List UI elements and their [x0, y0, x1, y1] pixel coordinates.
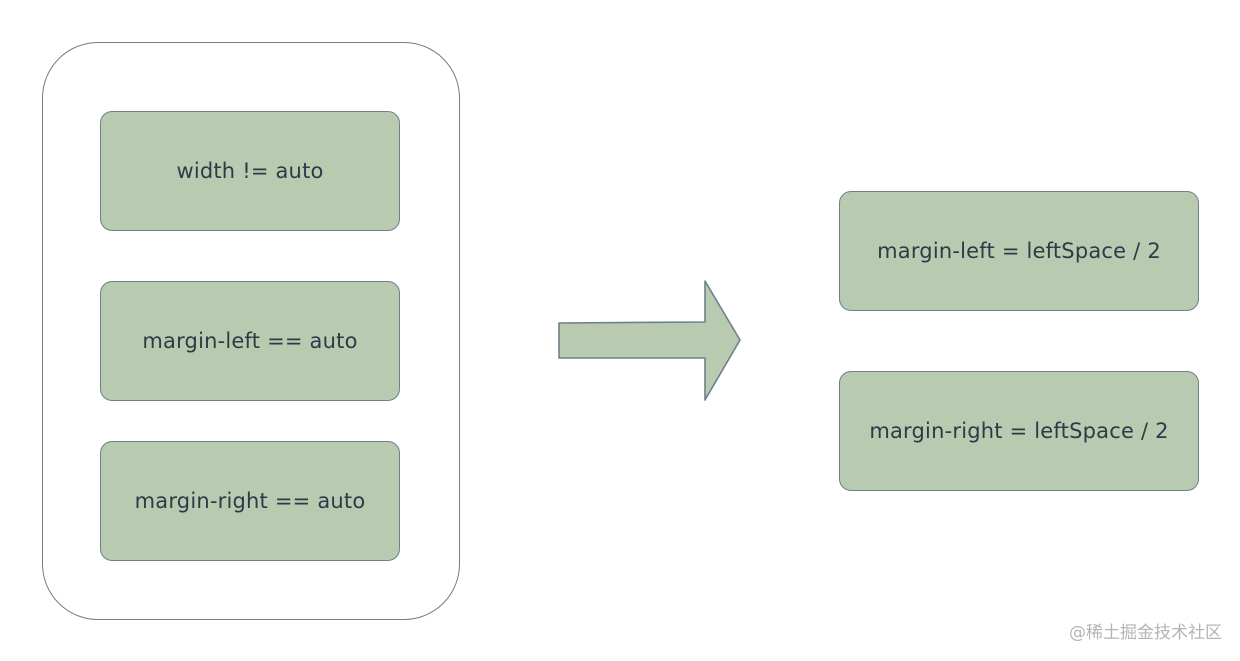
conditions-container — [42, 42, 460, 620]
result-margin-right-box: margin-right = leftSpace / 2 — [839, 371, 1199, 491]
result-margin-right-label: margin-right = leftSpace / 2 — [869, 419, 1169, 443]
result-margin-left-box: margin-left = leftSpace / 2 — [839, 191, 1199, 311]
watermark-text: @稀土掘金技术社区 — [1069, 623, 1222, 643]
result-margin-left-label: margin-left = leftSpace / 2 — [877, 239, 1161, 263]
condition-margin-right-label: margin-right == auto — [134, 489, 366, 513]
condition-width-box: width != auto — [100, 111, 400, 231]
condition-margin-left-box: margin-left == auto — [100, 281, 400, 401]
right-arrow-icon — [558, 280, 741, 401]
condition-width-label: width != auto — [176, 159, 324, 183]
condition-margin-right-box: margin-right == auto — [100, 441, 400, 561]
condition-margin-left-label: margin-left == auto — [142, 329, 358, 353]
